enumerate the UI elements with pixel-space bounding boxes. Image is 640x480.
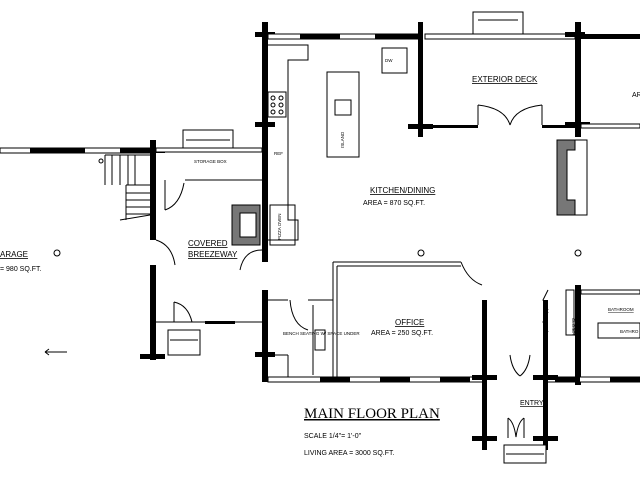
breezeway-label-1: COVERED: [188, 239, 228, 248]
stairs: [104, 154, 151, 221]
garage-label: ARAGE: [0, 250, 28, 259]
breezeway-label-2: BREEZEWAY: [188, 250, 238, 259]
closet-label: CLOSET: [571, 318, 576, 336]
right-room-label: AR: [632, 92, 640, 99]
kitchen-area: AREA = 870 SQ.FT.: [363, 200, 425, 207]
garage-area: = 980 SQ.FT.: [0, 266, 41, 273]
office-area: AREA = 250 SQ.FT.: [371, 330, 433, 337]
pizza-oven-label: PIZZA OVEN: [277, 213, 282, 240]
office-label: OFFICE: [395, 318, 424, 327]
kitchen-label: KITCHEN/DINING: [370, 186, 435, 195]
bench-label: BENCH SEATING W/ SPACE UNDER: [283, 331, 360, 336]
plan-title: MAIN FLOOR PLAN: [304, 406, 440, 422]
ref-label: REF: [274, 151, 283, 156]
living-area: LIVING AREA = 3000 SQ.FT.: [304, 450, 395, 457]
entry-label: ENTRY: [520, 400, 544, 407]
plan-scale: SCALE 1/4"= 1'-0": [304, 433, 362, 440]
dw-label: DW: [385, 58, 393, 63]
island-label: ISLAND: [340, 131, 345, 148]
bathroom-label: BATHROOM: [608, 307, 634, 312]
storage-label: STORAGE BOX: [194, 159, 227, 164]
bathroom2-label: BATHRO: [620, 329, 639, 334]
exterior-deck-label: EXTERIOR DECK: [472, 75, 538, 84]
walls: [0, 11, 640, 464]
